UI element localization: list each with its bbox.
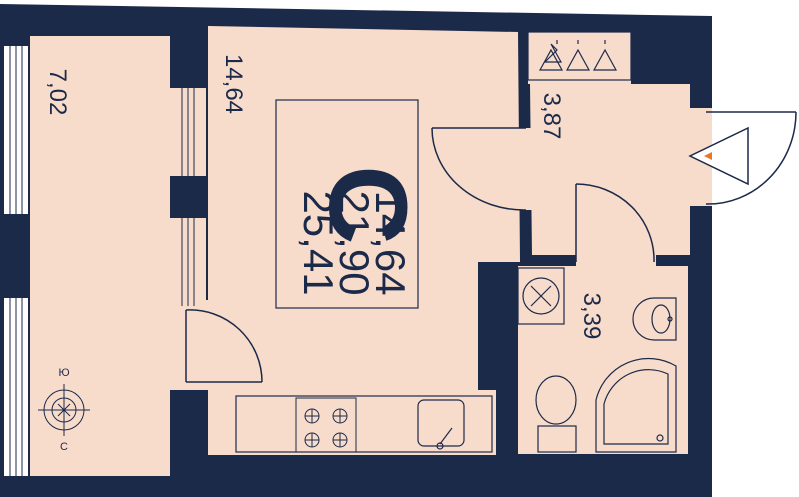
toilet-icon — [535, 375, 577, 453]
entrance-arrow-icon — [688, 126, 749, 186]
doorway-bath — [576, 252, 656, 270]
balcony-doorway — [168, 308, 210, 384]
bath-door — [575, 183, 655, 263]
unit-area-total: 21,90 — [331, 190, 378, 295]
entrance-door — [705, 111, 797, 205]
unit-area-with-balcony: 25,41 — [295, 190, 342, 295]
inner-window-bottom — [170, 218, 206, 306]
balcony-area-label: 7,02 — [44, 69, 71, 116]
sink-icon — [417, 399, 465, 450]
unit-area-living: 14,64 — [367, 190, 414, 295]
balcony-window-bottom — [4, 298, 28, 476]
unit-type-letter: С — [306, 165, 429, 244]
bath-area-label: 3,39 — [578, 293, 605, 340]
shower-icon — [595, 357, 677, 453]
bath-sink-icon — [632, 297, 677, 341]
main-room-area-label: 14,64 — [220, 54, 247, 114]
wardrobe-floor — [528, 32, 631, 84]
compass-icon — [38, 384, 90, 436]
kitchen-counter — [235, 395, 493, 453]
hanger-icon — [565, 40, 591, 71]
balcony-floor — [30, 36, 170, 476]
stove-icon — [295, 397, 357, 453]
washer-icon — [517, 267, 565, 325]
hanger-icon — [538, 40, 564, 71]
balcony-window-top — [4, 46, 28, 214]
balcony-door — [185, 309, 263, 383]
inner-window-top — [170, 88, 206, 176]
hall-door — [431, 127, 527, 211]
doorway-hall — [516, 128, 534, 210]
compass-letter-top: Ю — [58, 367, 69, 379]
hall-area-label: 3,87 — [538, 93, 565, 140]
compass-letter-bottom: С — [60, 441, 68, 453]
hall-floor — [530, 84, 690, 255]
hanger-icon — [592, 40, 618, 71]
wardrobe — [527, 31, 632, 81]
unit-info-frame — [275, 99, 419, 309]
